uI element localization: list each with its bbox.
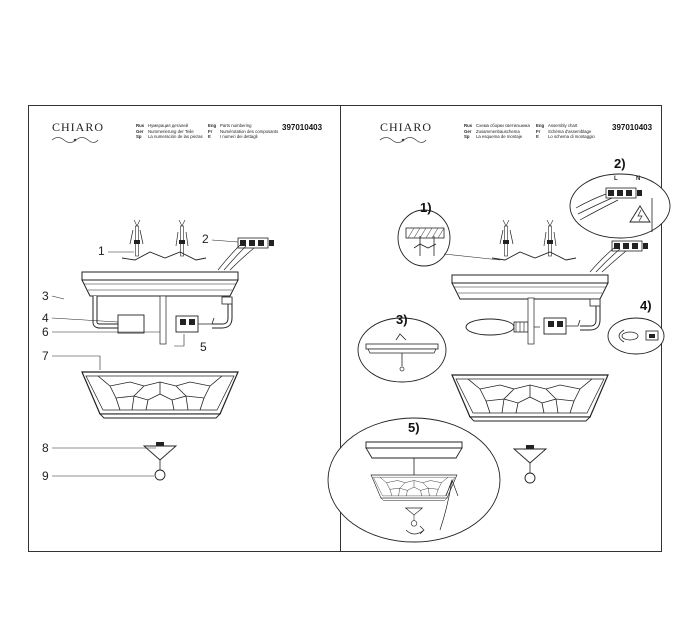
detail-2-bubble: [569, 173, 671, 239]
left-brand-logo: CHIARO: [52, 120, 105, 134]
detail-label-4: 4): [640, 298, 652, 313]
detail-5-bubble: [327, 417, 501, 543]
callout-6: 6: [42, 325, 49, 339]
callout-8: 8: [42, 441, 49, 455]
detail-3-bubble: [357, 317, 447, 383]
detail-4-bubble: [607, 317, 665, 355]
right-lamp-bulb: [465, 297, 540, 345]
right-finial: [513, 445, 547, 484]
right-product-code: 397010403: [612, 123, 653, 132]
detail-1-bubble: [397, 209, 451, 267]
left-product-code: 397010403: [282, 123, 323, 132]
page-divider: [340, 105, 341, 552]
left-driver-box: [92, 295, 167, 345]
right-ceiling-bracket: [491, 219, 577, 261]
callout-7: 7: [42, 349, 49, 363]
detail-1-leader: [443, 253, 501, 261]
callout-4: 4: [42, 311, 49, 325]
detail-label-2: 2): [614, 156, 626, 171]
right-logo-swirl-icon: [379, 137, 427, 143]
callout-5: 5: [200, 340, 207, 354]
left-terminal-block: [217, 237, 275, 271]
right-glass-shade: [451, 374, 609, 422]
detail-label-5: 5): [408, 420, 420, 435]
left-canopy: [81, 271, 239, 297]
right-terminal-block: [589, 240, 649, 273]
detail-label-3: 3): [396, 312, 408, 327]
right-lamp-socket: [543, 298, 601, 335]
terminal-letter-l: L: [614, 176, 618, 182]
callout-3: 3: [42, 289, 49, 303]
terminal-letter-n: N: [636, 176, 641, 182]
callout-2: 2: [202, 232, 209, 246]
left-leader-lines: [51, 239, 239, 477]
left-lamp-socket: [175, 296, 233, 333]
right-brand-logo: CHIARO: [380, 120, 433, 134]
detail-label-1: 1): [420, 200, 432, 215]
left-finial: [143, 442, 177, 481]
callout-9: 9: [42, 469, 49, 483]
left-glass-shade: [81, 371, 239, 419]
left-ceiling-bracket: [121, 219, 207, 261]
left-logo-swirl-icon: [51, 137, 99, 143]
right-canopy: [451, 274, 609, 300]
callout-1: 1: [98, 244, 105, 258]
